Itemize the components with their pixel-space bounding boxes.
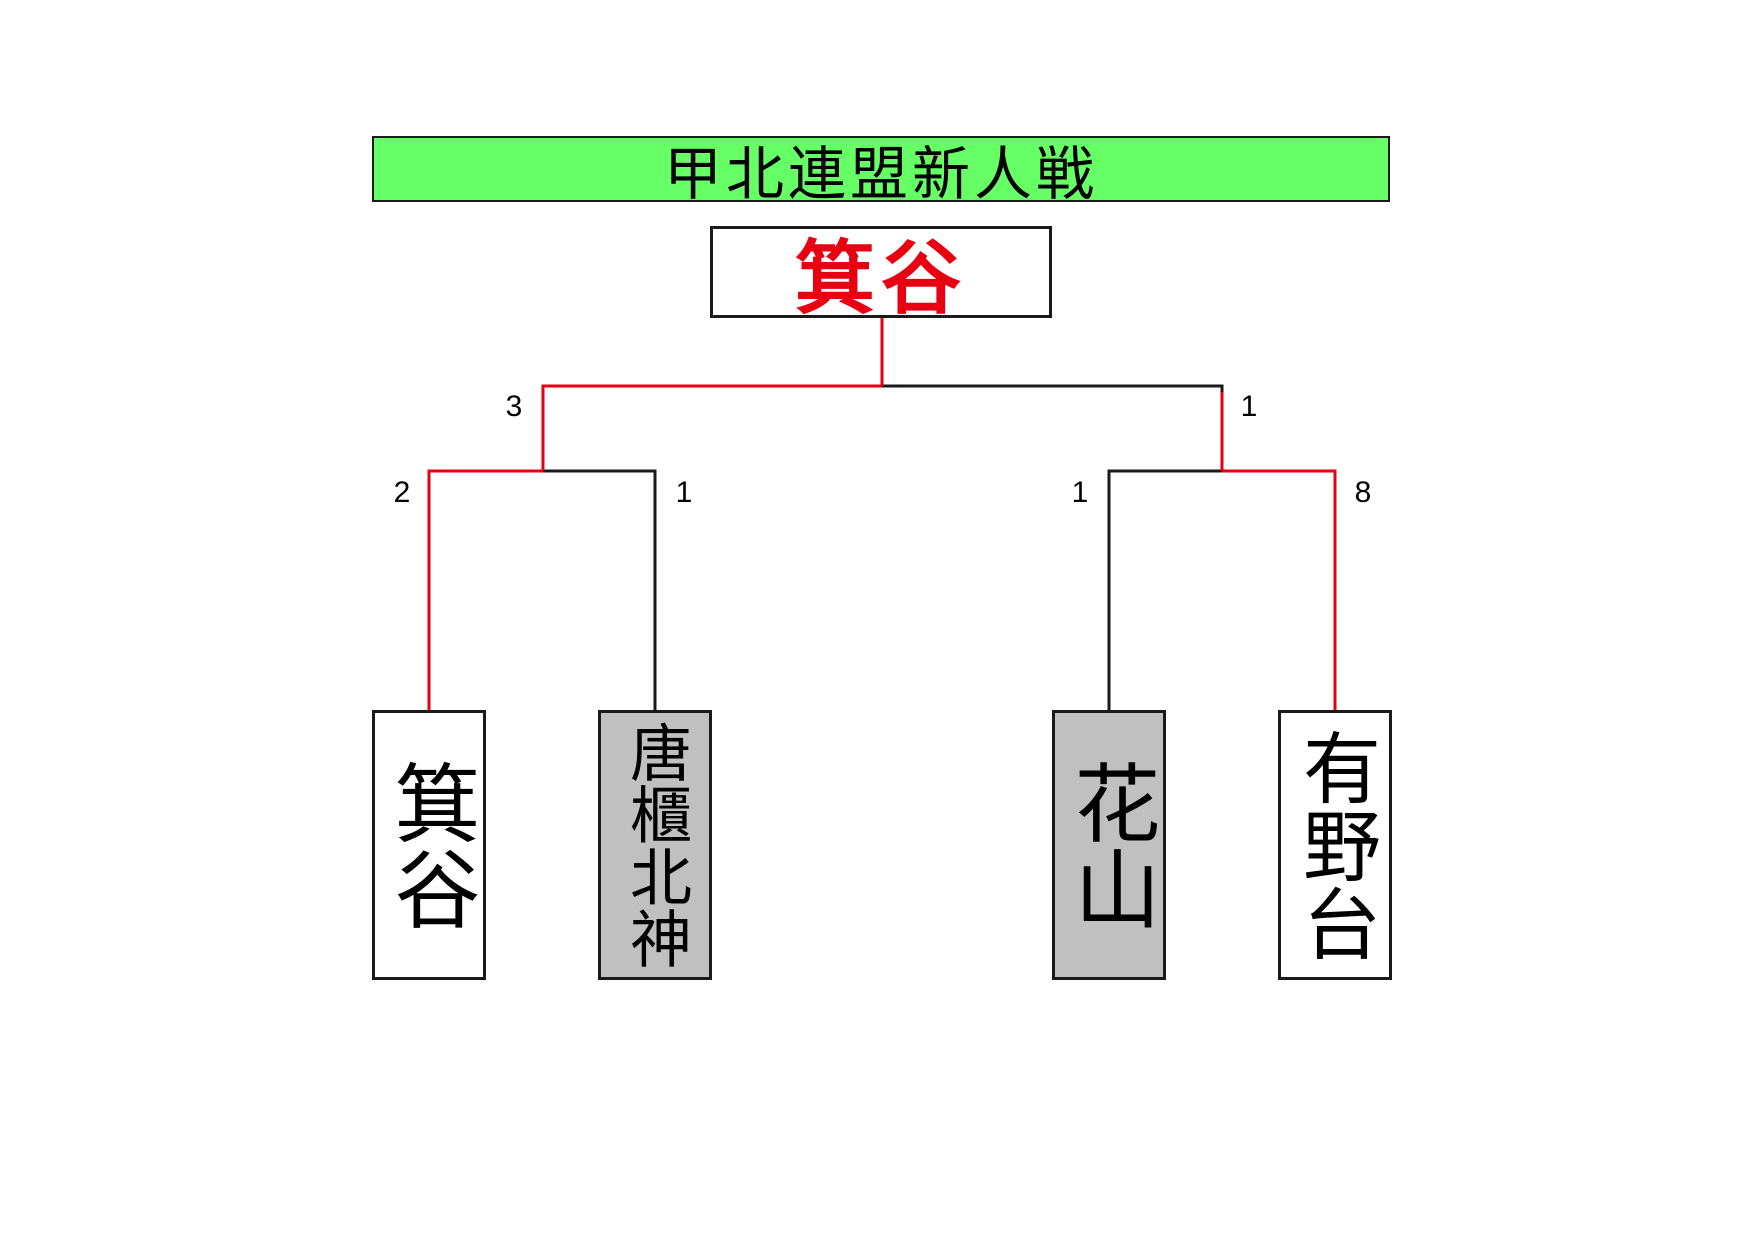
bracket-line-final-left [541, 384, 882, 471]
bracket-line-final-right-horizontal [882, 384, 1224, 392]
tournament-title-banner: 甲北連盟新人戦 [372, 136, 1390, 208]
team-box-2: 唐櫃北神 [598, 710, 712, 980]
tournament-title: 甲北連盟新人戦 [663, 140, 1098, 208]
score-final-left: 3 [505, 390, 523, 423]
score-round1-right-a: 1 [1071, 476, 1089, 509]
champion-name: 箕谷 [795, 232, 967, 325]
score-final-right: 1 [1240, 390, 1258, 423]
team-name-1: 箕谷 [379, 759, 479, 931]
team-box-3: 花山 [1052, 710, 1166, 980]
team-box-1: 箕谷 [372, 710, 486, 980]
bracket-line-team4 [1222, 469, 1337, 710]
score-round1-left-b: 1 [675, 476, 693, 509]
bracket-line-team2 [543, 469, 657, 710]
score-round1-left-a: 2 [393, 476, 411, 509]
bracket-line-team1 [427, 469, 543, 710]
champion-box: 箕谷 [710, 226, 1052, 325]
team-name-4: 有野台 [1290, 728, 1380, 962]
bracket-line-team3 [1107, 469, 1222, 710]
score-round1-right-b: 8 [1354, 476, 1372, 509]
team-name-3: 花山 [1059, 759, 1159, 931]
team-box-4: 有野台 [1278, 710, 1392, 980]
team-name-2: 唐櫃北神 [619, 721, 692, 969]
